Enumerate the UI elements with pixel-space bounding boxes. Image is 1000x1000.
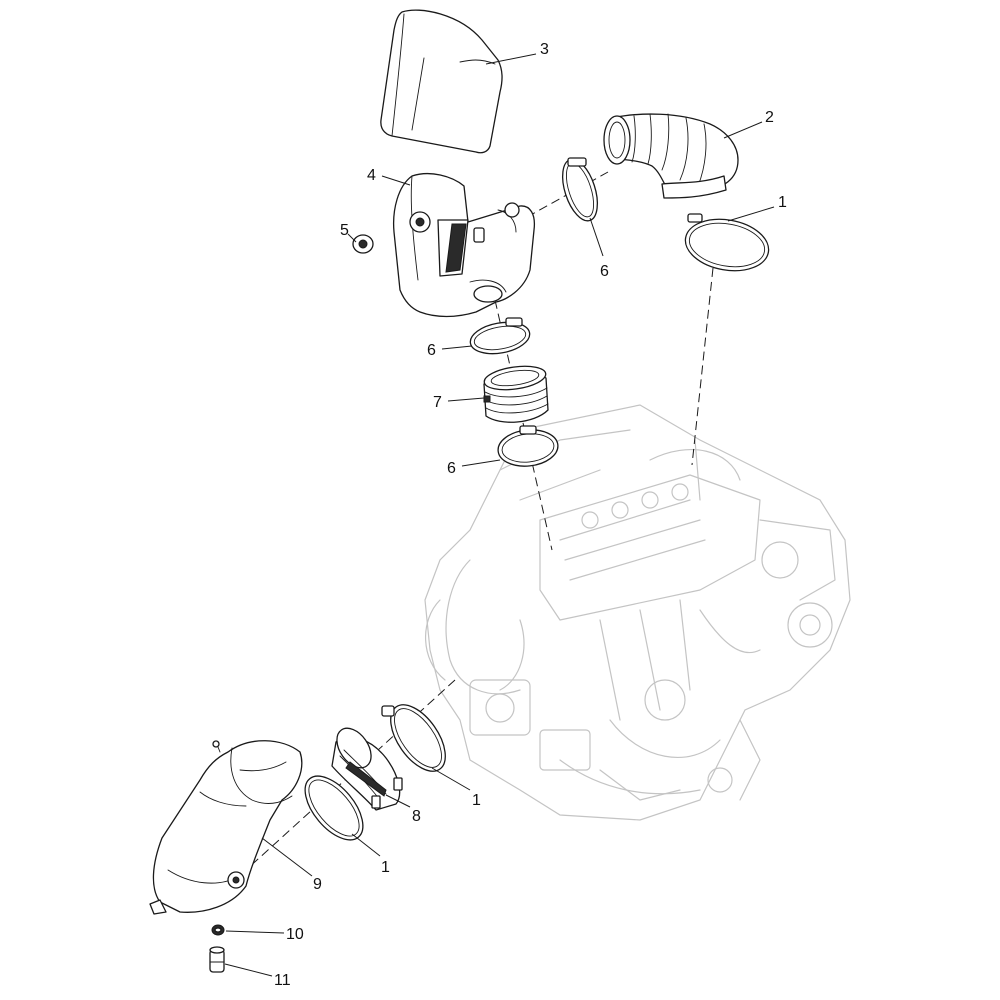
part-6-clamp-c	[497, 425, 559, 467]
callout-6: 6	[427, 342, 436, 359]
part-2-bent-hose	[603, 113, 739, 199]
part-6-clamp-b	[469, 317, 531, 355]
callout-1: 1	[381, 859, 390, 876]
callout-1: 1	[472, 792, 481, 809]
callout-8: 8	[412, 808, 421, 825]
callout-7: 7	[433, 394, 442, 411]
part-1-clamp-middle	[381, 704, 446, 772]
callout-labels: 1 2 3 4 5 6 6 7 6 1 8 1 9 10 11	[274, 41, 787, 989]
leader-lines	[224, 53, 775, 977]
part-3-cover	[380, 9, 503, 154]
callout-11: 11	[274, 972, 291, 989]
callout-3: 3	[540, 41, 549, 58]
callout-6: 6	[447, 460, 456, 477]
part-4-airbox	[392, 172, 536, 318]
part-10-clip	[211, 924, 225, 936]
engine-background	[424, 404, 851, 821]
callout-4: 4	[367, 167, 376, 184]
part-8-boot	[331, 727, 403, 811]
callout-10: 10	[286, 926, 304, 943]
callout-2: 2	[765, 109, 774, 126]
callout-6: 6	[600, 263, 609, 280]
part-5-grommet	[352, 234, 374, 254]
part-9-duct	[149, 740, 303, 915]
callout-5: 5	[340, 222, 349, 239]
part-1-clamp-upper	[684, 213, 770, 272]
part-1-clamp-lower	[304, 775, 364, 841]
part-7-coupler	[483, 365, 549, 423]
callout-9: 9	[313, 876, 322, 893]
part-11-pin	[209, 946, 225, 973]
part-6-clamp-a	[561, 157, 599, 222]
callout-1: 1	[778, 194, 787, 211]
